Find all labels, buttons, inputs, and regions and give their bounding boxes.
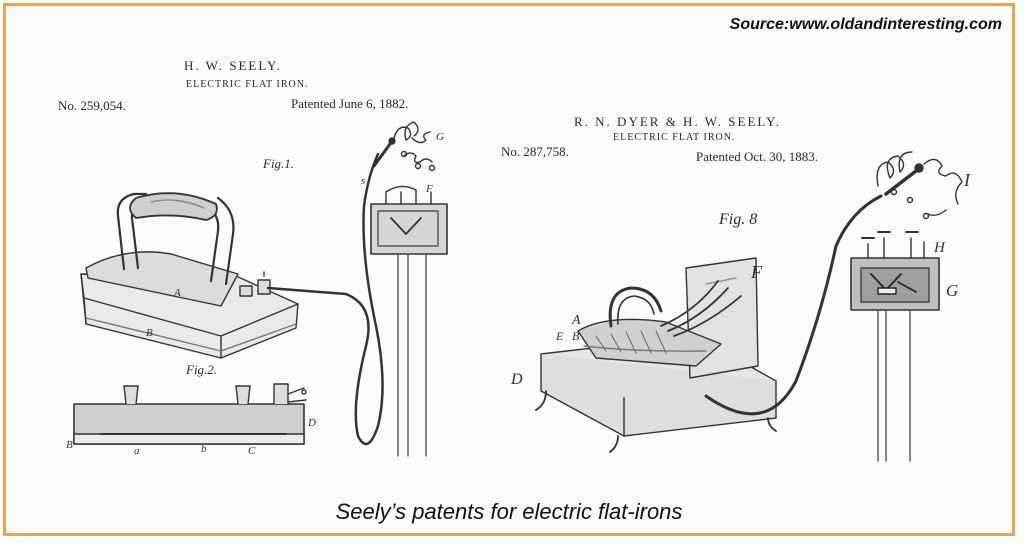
- image-caption: Seely’s patents for electric flat-irons: [335, 499, 683, 524]
- label-right-i: I: [963, 170, 971, 190]
- label-left-a: A: [173, 287, 181, 299]
- label-right-f: F: [750, 262, 763, 282]
- label-left-b: B: [146, 327, 153, 339]
- left-patent-invention: ELECTRIC FLAT IRON.: [186, 79, 309, 90]
- label-right-b: B: [572, 329, 580, 343]
- image-frame: Source:www.oldandinteresting.com H. W. S…: [3, 3, 1015, 536]
- flat-iron-fig2-section: [73, 383, 307, 445]
- right-patent-number: No. 287,758.: [501, 144, 569, 159]
- label-right-a: A: [571, 313, 581, 328]
- iron-on-stand-fig8: [535, 151, 963, 462]
- left-patent-date: Patented June 6, 1882.: [291, 96, 409, 111]
- source-credit: Source:www.oldandinteresting.com: [729, 16, 1002, 33]
- right-patent-invention: ELECTRIC FLAT IRON.: [613, 132, 736, 143]
- label-right-g: G: [946, 281, 958, 300]
- label-left-b3: b: [201, 443, 207, 455]
- label-right-h: H: [933, 240, 946, 256]
- flat-iron-fig1: [80, 121, 448, 457]
- label-left-s: s: [361, 175, 365, 187]
- label-left-g: G: [436, 131, 444, 143]
- right-patent-date: Patented Oct. 30, 1883.: [696, 149, 819, 164]
- left-fig-2-label: Fig.2.: [186, 362, 218, 377]
- label-left-d: D: [307, 417, 316, 429]
- left-patent-inventor: H. W. SEELY.: [184, 58, 282, 73]
- label-left-b2: B: [66, 439, 73, 451]
- label-right-d: D: [510, 371, 523, 388]
- label-left-a2: a: [134, 445, 140, 457]
- label-right-e: E: [555, 329, 564, 343]
- label-left-f: F: [425, 183, 433, 195]
- right-patent-inventor: R. N. DYER & H. W. SEELY.: [574, 114, 782, 129]
- left-patent-number: No. 259,054.: [58, 98, 126, 113]
- right-fig-8-label: Fig. 8: [719, 211, 758, 228]
- label-left-c: C: [248, 445, 256, 457]
- left-fig-1-label: Fig.1.: [263, 156, 295, 171]
- patent-drawings: A B G s F B a b C D F A E B D I H G: [66, 121, 971, 462]
